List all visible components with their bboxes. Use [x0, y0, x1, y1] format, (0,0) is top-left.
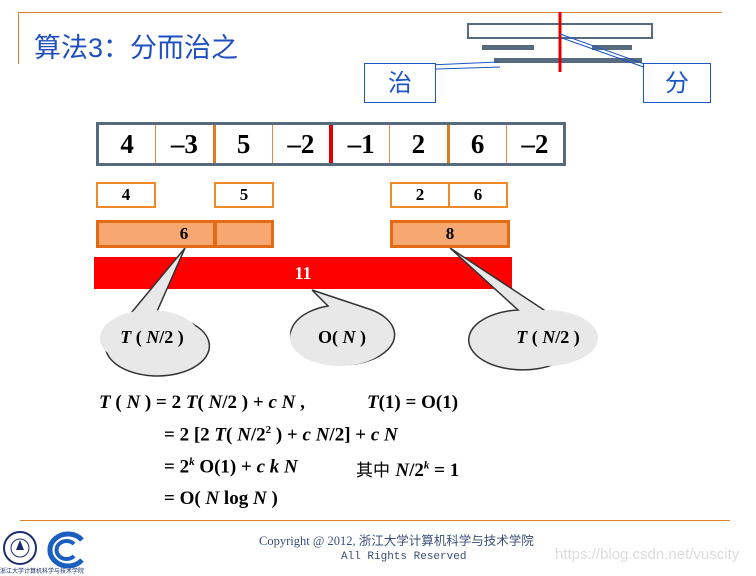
footer-rule [20, 520, 730, 521]
right-callout-text: T ( N/2 ) [516, 327, 580, 347]
array-cell: –3 [155, 125, 212, 163]
middle-callout-fill [290, 310, 390, 366]
array-cell: 6 [446, 125, 506, 163]
mini-right-bar [592, 45, 632, 50]
array-cell: –2 [505, 125, 563, 163]
college-logo-inner [54, 539, 76, 561]
right-callout-fill [494, 310, 598, 366]
recurrence-result: = O( N log N ) [164, 488, 278, 509]
left-rule [18, 12, 19, 64]
slide-title: 算法3：分而治之 [34, 33, 239, 63]
array-cell: 5 [212, 125, 272, 163]
partial-sum-box: 5 [214, 182, 274, 208]
partial-sum-box: 4 [96, 182, 156, 208]
array-cell: –2 [271, 125, 329, 163]
university-logo [3, 531, 84, 569]
left-half-extension-box [214, 220, 274, 248]
divide-pointer-line-2 [561, 37, 653, 71]
logo-caption: 浙江大学计算机科学与技术学院 [0, 568, 85, 575]
right-half-sum-box: 8 [390, 220, 510, 248]
mini-left-bar [482, 45, 534, 50]
recurrence-line-3: = 2k O(1) + c k N [164, 456, 298, 478]
condition-note: 其中 N/2k = 1 [356, 459, 460, 481]
seal-inner-ring [10, 538, 30, 558]
base-case: T(1) = O(1) [367, 392, 459, 413]
array-cell: 2 [389, 125, 446, 163]
divide-pointer-line [559, 33, 651, 67]
top-rule [18, 12, 722, 13]
college-logo-outer [47, 531, 84, 569]
recurrence-line-1: T ( N ) = 2 T( N/2 ) + c N , [99, 392, 305, 413]
partial-sum-box: 2 [390, 182, 450, 208]
rights-text: All Rights Reserved [341, 551, 467, 563]
copyright-text: Copyright @ 2012, 浙江大学计算机科学与技术学院 [259, 534, 534, 548]
left-half-sum-box: 6 [96, 220, 216, 248]
callout-bubbles [100, 248, 598, 377]
recurrence-line-2: = 2 [2 T( N/22 ) + c N/2] + c N [164, 424, 398, 446]
partial-sum-box: 6 [448, 182, 508, 208]
mini-merge-bar [494, 58, 642, 63]
seal-emblem [16, 540, 24, 550]
conquer-label: 治 [364, 63, 436, 103]
middle-callout-text: O( N ) [318, 327, 366, 347]
divide-conquer-icon [405, 12, 653, 72]
right-half-sum: 8 [445, 224, 455, 243]
divide-label: 分 [643, 63, 711, 103]
left-callout-text: T ( N/2 ) [120, 327, 184, 347]
input-array: 4 –3 5 –2 –1 2 6 –2 [96, 122, 566, 166]
left-half-sum: 6 [179, 224, 189, 243]
array-cell: –1 [329, 125, 389, 163]
left-callout-fill [100, 310, 200, 366]
source-watermark: https://blog.csdn.net/vuscity [555, 546, 740, 563]
array-cell: 4 [120, 128, 134, 159]
